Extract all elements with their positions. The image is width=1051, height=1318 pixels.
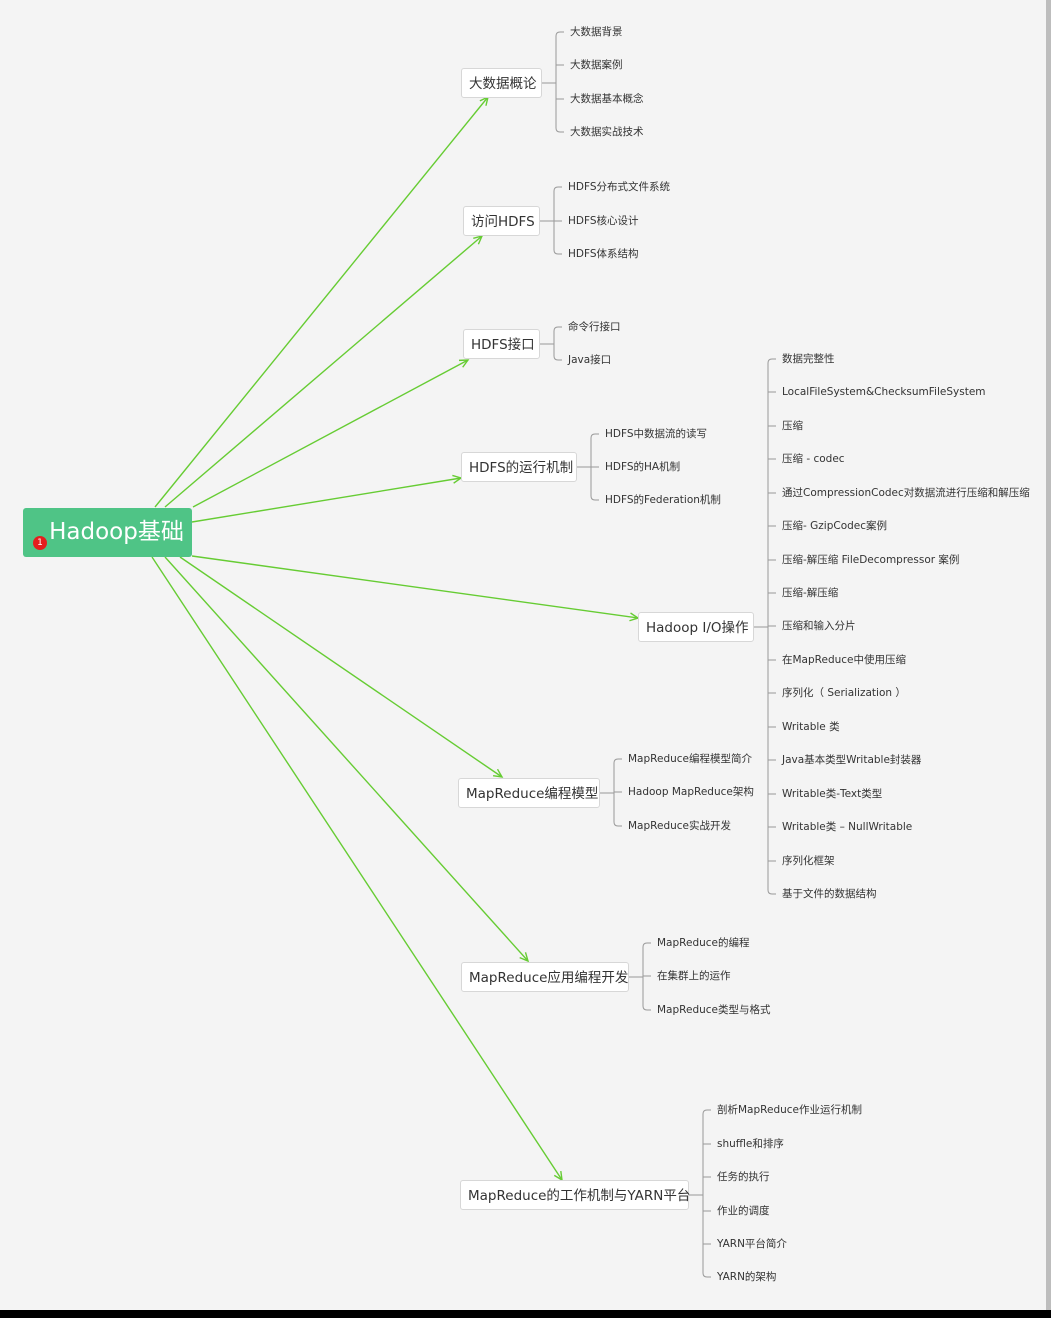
leaf-item[interactable]: 通过CompressionCodec对数据流进行压缩和解压缩 — [782, 487, 1030, 499]
leaf-item[interactable]: 任务的执行 — [717, 1171, 770, 1183]
leaf-item[interactable]: MapReduce编程模型简介 — [628, 753, 752, 765]
arrow-head — [492, 768, 504, 778]
leaf-item[interactable]: 命令行接口 — [568, 321, 621, 333]
bracket-corner — [590, 495, 599, 501]
branch-node[interactable]: 访问HDFS — [463, 206, 540, 236]
link-line — [179, 556, 503, 778]
bracket-corner — [613, 821, 622, 827]
leaf-item[interactable]: Writable类 – NullWritable — [782, 821, 913, 833]
leaf-item[interactable]: Writable类-Text类型 — [782, 788, 883, 800]
leaf-item[interactable]: 压缩-解压缩 FileDecompressor 案例 — [782, 554, 960, 566]
bracket-corner — [553, 326, 562, 332]
arrow-head — [519, 952, 530, 963]
leaf-item[interactable]: 大数据基本概念 — [570, 93, 644, 105]
leaf-item[interactable]: 大数据实战技术 — [570, 126, 644, 138]
branch-node[interactable]: MapReduce编程模型 — [458, 778, 600, 808]
arrow-head — [553, 1170, 563, 1182]
leaf-item[interactable]: 压缩和输入分片 — [782, 620, 856, 632]
leaf-item[interactable]: 序列化（ Serialization ） — [782, 687, 906, 699]
leaf-item[interactable]: shuffle和排序 — [717, 1138, 784, 1150]
window-edge — [1046, 0, 1051, 1310]
bracket-corner — [767, 358, 776, 364]
leaf-item[interactable]: HDFS的Federation机制 — [605, 494, 721, 506]
leaf-item[interactable]: 压缩 - codec — [782, 453, 845, 465]
leaf-item[interactable]: YARN的架构 — [717, 1271, 777, 1283]
marker-badge: 1 — [33, 536, 47, 550]
bracket-corner — [553, 249, 562, 255]
branch-node[interactable]: HDFS的运行机制 — [461, 452, 577, 482]
link-line — [151, 556, 563, 1181]
link-line — [191, 555, 639, 619]
leaf-item[interactable]: HDFS中数据流的读写 — [605, 428, 708, 440]
leaf-item[interactable]: 大数据背景 — [570, 26, 623, 38]
bracket-corner — [642, 942, 651, 948]
leaf-item[interactable]: HDFS的HA机制 — [605, 461, 681, 473]
link-line — [164, 235, 483, 508]
arrow-head — [473, 234, 484, 245]
bracket-corner — [555, 127, 564, 133]
bracket-corner — [702, 1272, 711, 1278]
link-line — [192, 359, 469, 508]
leaf-item[interactable]: 压缩- GzipCodec案例 — [782, 520, 888, 532]
root-node[interactable]: 1 Hadoop基础 — [23, 508, 192, 557]
bracket-corner — [642, 1005, 651, 1011]
branch-node[interactable]: 大数据概论 — [461, 68, 542, 98]
leaf-item[interactable]: 大数据案例 — [570, 59, 623, 71]
leaf-item[interactable]: MapReduce类型与格式 — [657, 1004, 771, 1016]
bracket-corner — [702, 1109, 711, 1115]
leaf-item[interactable]: Java接口 — [568, 354, 612, 366]
leaf-item[interactable]: 数据完整性 — [782, 353, 835, 365]
bracket-corner — [590, 433, 599, 439]
leaf-item[interactable]: 压缩 — [782, 420, 803, 432]
link-line — [191, 477, 462, 523]
leaf-item[interactable]: 序列化框架 — [782, 855, 835, 867]
bracket-corner — [553, 186, 562, 192]
leaf-item[interactable]: HDFS核心设计 — [568, 215, 639, 227]
leaf-item[interactable]: Hadoop MapReduce架构 — [628, 786, 754, 798]
link-line — [154, 96, 489, 508]
branch-node[interactable]: Hadoop I/O操作 — [638, 612, 754, 642]
leaf-item[interactable]: Writable 类 — [782, 721, 840, 733]
root-label: Hadoop基础 — [49, 519, 184, 545]
bracket-corner — [553, 355, 562, 361]
leaf-item[interactable]: 在MapReduce中使用压缩 — [782, 654, 906, 666]
bracket-corner — [555, 31, 564, 37]
bracket-corner — [613, 758, 622, 764]
branch-node[interactable]: MapReduce的工作机制与YARN平台 — [460, 1180, 690, 1210]
branch-node[interactable]: MapReduce应用编程开发 — [461, 962, 629, 992]
leaf-item[interactable]: 基于文件的数据结构 — [782, 888, 877, 900]
leaf-item[interactable]: 作业的调度 — [717, 1205, 770, 1217]
leaf-item[interactable]: Java基本类型Writable封装器 — [782, 754, 922, 766]
leaf-item[interactable]: HDFS体系结构 — [568, 248, 639, 260]
branch-node[interactable]: HDFS接口 — [463, 329, 540, 359]
link-line — [164, 556, 529, 962]
leaf-item[interactable]: MapReduce的编程 — [657, 937, 750, 949]
leaf-item[interactable]: 在集群上的运作 — [657, 970, 731, 982]
leaf-item[interactable]: 压缩-解压缩 — [782, 587, 839, 599]
leaf-item[interactable]: LocalFileSystem&ChecksumFileSystem — [782, 386, 986, 398]
arrow-head — [458, 359, 470, 368]
leaf-item[interactable]: 剖析MapReduce作业运行机制 — [717, 1104, 862, 1116]
leaf-item[interactable]: HDFS分布式文件系统 — [568, 181, 671, 193]
leaf-item[interactable]: YARN平台简介 — [717, 1238, 787, 1250]
leaf-item[interactable]: MapReduce实战开发 — [628, 820, 731, 832]
bracket-corner — [767, 889, 776, 895]
